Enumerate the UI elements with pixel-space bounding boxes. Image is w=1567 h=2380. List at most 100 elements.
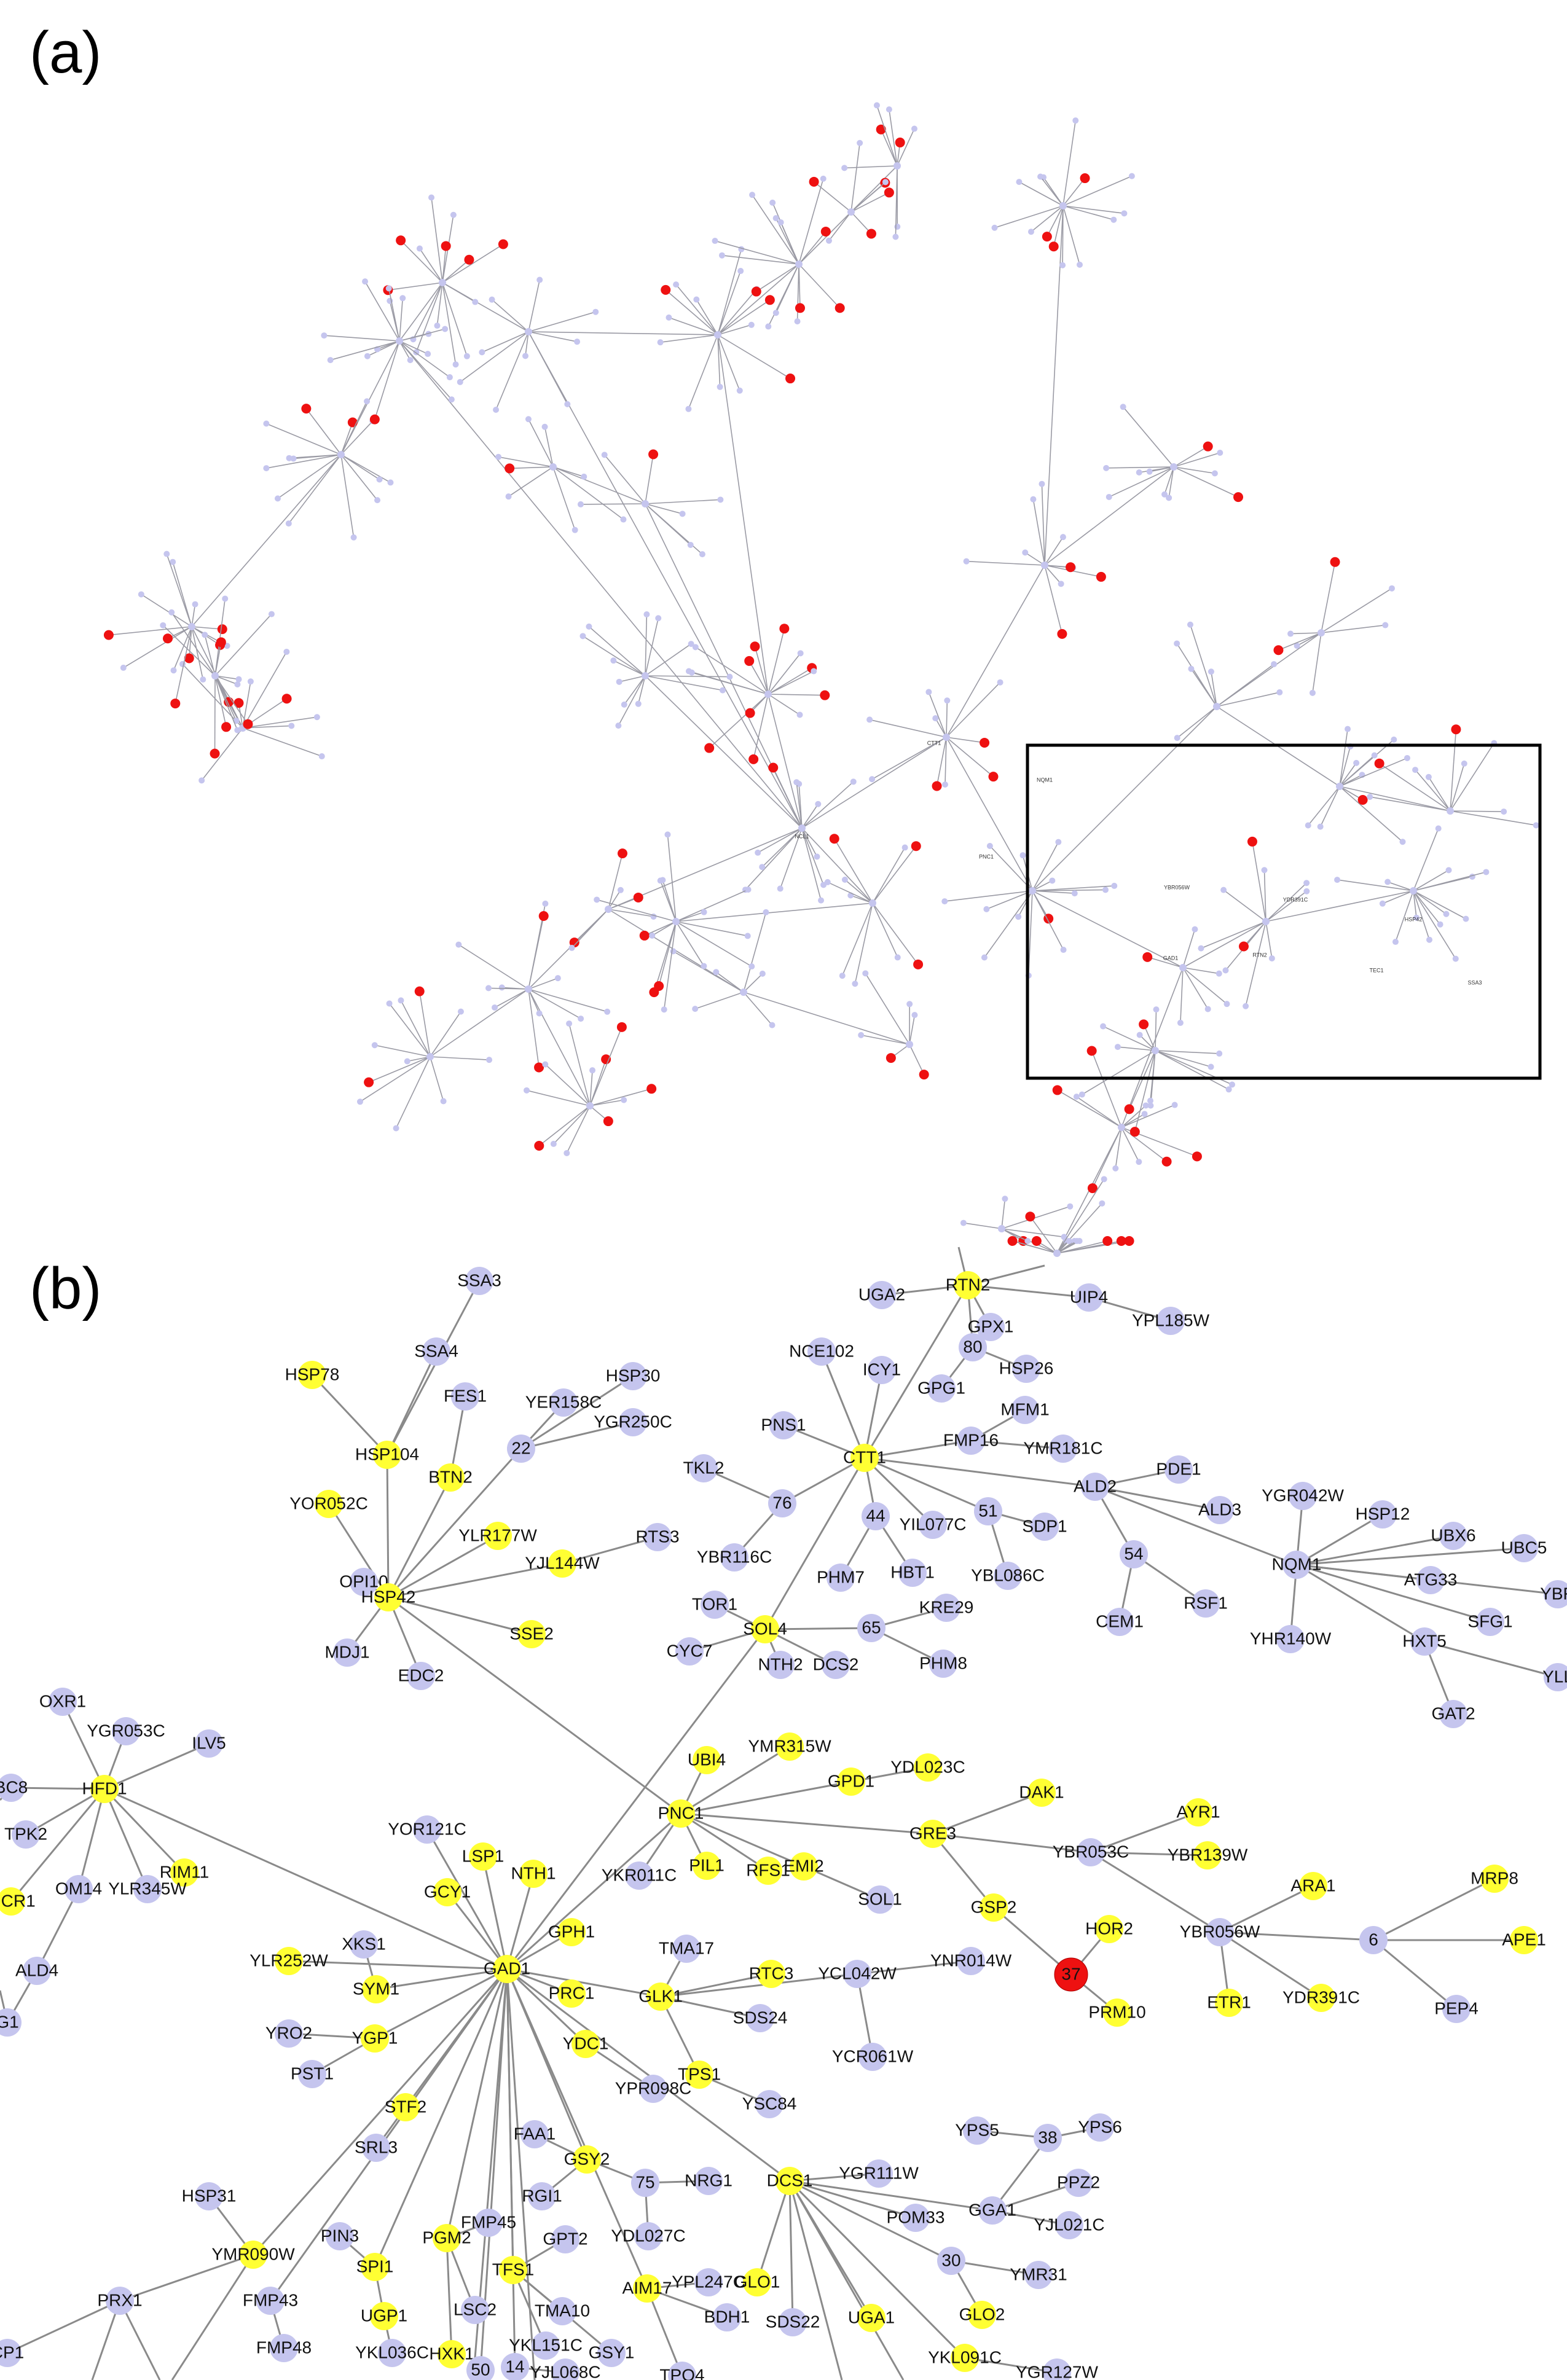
edge-YBR053C-YBR056W bbox=[1090, 1851, 1220, 1933]
overview-node bbox=[1002, 1196, 1008, 1202]
overview-node bbox=[1110, 216, 1117, 223]
overview-edge bbox=[798, 264, 841, 308]
overview-edge bbox=[1370, 796, 1451, 812]
edge-PNC1-YMR315W bbox=[680, 1745, 790, 1815]
overview-node bbox=[1198, 945, 1204, 952]
overview-edge bbox=[613, 660, 646, 676]
panel-b-edges bbox=[0, 1247, 1558, 2380]
overview-edge bbox=[798, 264, 801, 308]
overview-node-essential bbox=[1203, 441, 1213, 452]
overview-node bbox=[688, 641, 694, 648]
node-circle bbox=[779, 2308, 807, 2336]
node-YBR053C: YBR053C bbox=[1053, 1838, 1129, 1866]
node-label: YSC84 bbox=[742, 2094, 797, 2113]
overview-edge bbox=[717, 334, 740, 391]
overview-edge bbox=[589, 1088, 652, 1106]
overview-node bbox=[542, 1061, 549, 1068]
node-GSP2: GSP2 bbox=[971, 1893, 1016, 1922]
node-circle bbox=[350, 1568, 378, 1596]
edge-GLK1-TPS1 bbox=[659, 1996, 701, 2075]
overview-node bbox=[1216, 1050, 1223, 1057]
node-circle bbox=[901, 2204, 930, 2232]
overview-edge bbox=[801, 828, 873, 904]
overview-edge bbox=[489, 987, 529, 990]
overview-edge bbox=[946, 737, 994, 777]
overview-edge bbox=[768, 652, 801, 695]
overview-edge bbox=[754, 646, 769, 695]
node-circle bbox=[850, 1444, 879, 1472]
overview-edge bbox=[201, 727, 243, 781]
node-label: BTN2 bbox=[428, 1467, 473, 1486]
node-label: RTC3 bbox=[749, 1963, 794, 1983]
edge-FMP16-YMR181C bbox=[970, 1439, 1064, 1450]
overview-node bbox=[701, 909, 707, 915]
overview-node bbox=[1452, 955, 1459, 962]
node-HSP104: HSP104 bbox=[355, 1441, 419, 1469]
node-label: ARA1 bbox=[1290, 1876, 1335, 1895]
overview-node bbox=[911, 125, 917, 132]
node-YJL021C: YJL021C bbox=[1034, 2211, 1105, 2239]
edge-YGP1-YRO2 bbox=[288, 2032, 375, 2040]
node-label: FMP48 bbox=[256, 2338, 312, 2357]
overview-node bbox=[621, 1097, 627, 1103]
edge-HFD1-BC8 bbox=[10, 1787, 105, 1790]
edge-HSP42-YLR177W bbox=[388, 1535, 498, 1599]
overview-hub bbox=[1170, 463, 1177, 471]
overview-node bbox=[1303, 880, 1310, 887]
overview-node bbox=[1271, 661, 1278, 668]
overview-node bbox=[1076, 261, 1083, 268]
node-label: CTT1 bbox=[843, 1447, 886, 1466]
node-label: DCS2 bbox=[813, 1654, 859, 1673]
overview-node-essential bbox=[1087, 1183, 1098, 1194]
node-label: YRO2 bbox=[265, 2023, 312, 2042]
node-HOR2: HOR2 bbox=[1085, 1915, 1133, 1943]
overview-edge bbox=[399, 340, 803, 829]
overview-node bbox=[472, 299, 479, 305]
overview-edge bbox=[508, 466, 554, 497]
overview-edge bbox=[1413, 890, 1456, 959]
node-GAT2: GAT2 bbox=[1431, 1700, 1475, 1728]
overview-edge bbox=[442, 259, 469, 283]
overview-edge bbox=[1024, 552, 1045, 566]
overview-edge bbox=[400, 240, 443, 283]
node-circle bbox=[0, 1774, 25, 1802]
overview-edge bbox=[1032, 880, 1053, 891]
overview-hub bbox=[605, 906, 612, 913]
overview-node bbox=[601, 452, 608, 458]
overview-edge bbox=[1319, 786, 1340, 827]
node-label: NTH2 bbox=[758, 1654, 803, 1673]
overview-node-essential bbox=[1102, 1236, 1113, 1246]
overview-node bbox=[670, 948, 677, 955]
node-circle bbox=[827, 1564, 855, 1592]
overview-edge bbox=[986, 890, 1033, 910]
node-label: HOR2 bbox=[1085, 1919, 1133, 1938]
overview-edge bbox=[1339, 762, 1357, 787]
overview-node bbox=[350, 534, 357, 541]
overview-edge bbox=[743, 973, 763, 993]
node-label: PRM10 bbox=[1088, 2002, 1145, 2021]
node-label: ALD3 bbox=[1198, 1500, 1241, 1519]
overview-edge bbox=[801, 804, 819, 829]
overview-node bbox=[886, 106, 892, 113]
node-label: 30 bbox=[941, 2250, 960, 2269]
overview-node bbox=[692, 1006, 699, 1012]
overview-edge bbox=[604, 454, 646, 504]
overview-node bbox=[604, 1008, 611, 1015]
overview-edge bbox=[717, 264, 799, 335]
overview-edge bbox=[1413, 890, 1430, 940]
overview-label: PNC1 bbox=[979, 853, 994, 859]
overview-node bbox=[404, 1058, 410, 1065]
node-label: GCY1 bbox=[424, 1882, 471, 1901]
overview-edge bbox=[1128, 1050, 1156, 1110]
node-label: GPD1 bbox=[828, 1771, 874, 1790]
node-circle bbox=[994, 1562, 1022, 1590]
overview-edge bbox=[618, 675, 646, 726]
overview-node bbox=[263, 465, 270, 472]
overview-label: RTN2 bbox=[1252, 952, 1267, 958]
overview-edge bbox=[1155, 1050, 1220, 1054]
overview-label: HSP42 bbox=[1405, 916, 1423, 922]
node-label: HSP12 bbox=[1356, 1504, 1410, 1523]
node-circle bbox=[1049, 1435, 1077, 1463]
node-circle bbox=[1206, 1496, 1234, 1524]
overview-node bbox=[386, 1000, 393, 1007]
